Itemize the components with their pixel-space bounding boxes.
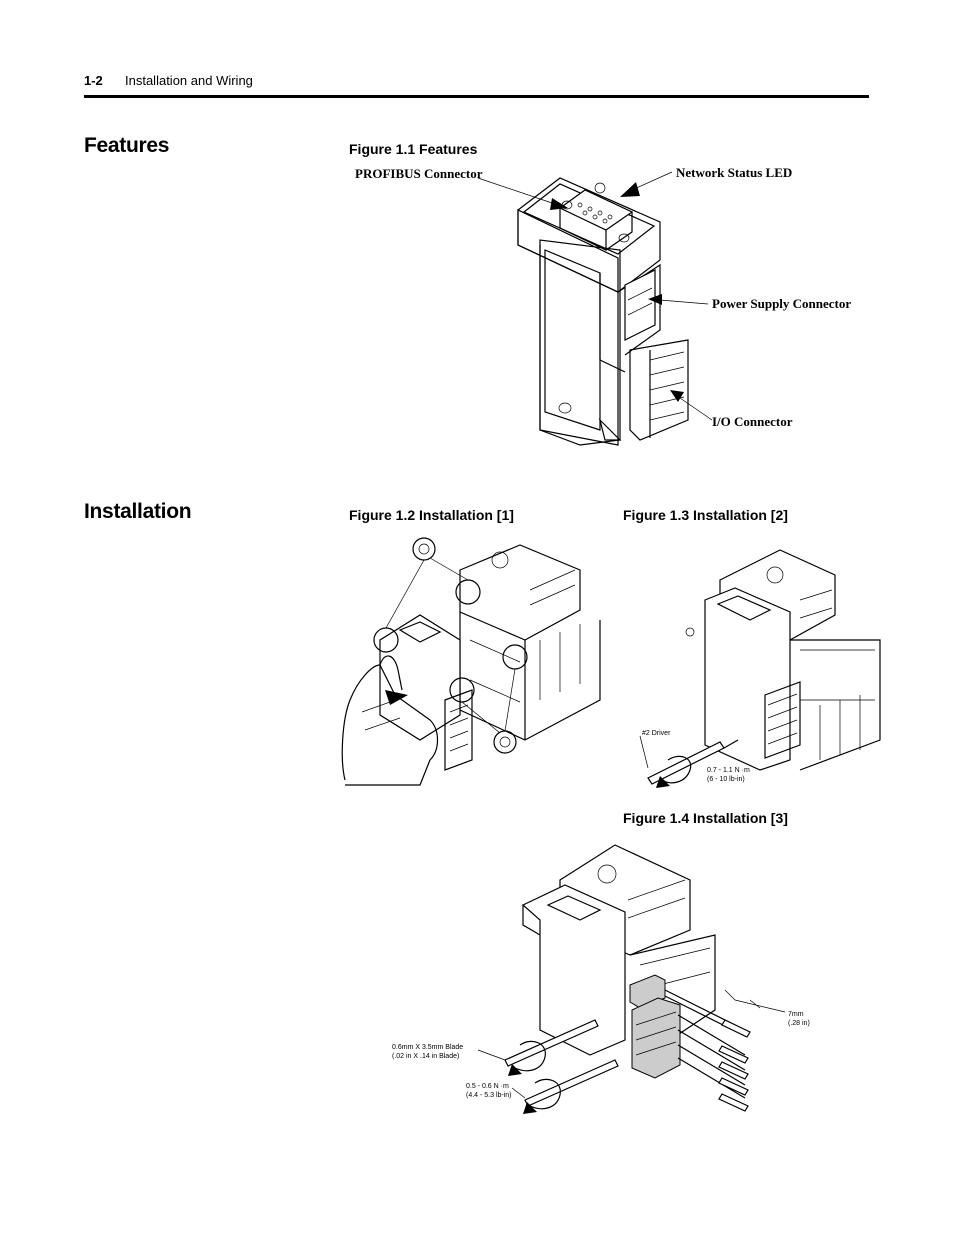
installation-heading: Installation [84, 500, 192, 523]
profibus-connector-label: PROFIBUS Connector [355, 166, 483, 181]
fig3-torque-imperial: (6 - 10 lb-in) [707, 776, 745, 783]
fig4-torque-metric: 0.5 - 0.6 N ·m [466, 1083, 509, 1090]
figure-1-3-caption: Figure 1.3 Installation [2] [623, 507, 788, 523]
network-status-led-label: Network Status LED [676, 165, 793, 180]
strip-length-imperial: (.28 in) [788, 1020, 810, 1027]
figure-1-2-caption: Figure 1.2 Installation [1] [349, 507, 514, 523]
blade-size-imperial: (.02 in X .14 in Blade) [392, 1053, 460, 1060]
driver-label: #2 Driver [642, 730, 671, 737]
running-header-title: Installation and Wiring [125, 73, 253, 88]
figure-1-4-caption: Figure 1.4 Installation [3] [623, 810, 788, 826]
figure-1-1-caption: Figure 1.1 Features [349, 141, 478, 157]
fig4-torque-imperial: (4.4 - 5.3 lb-in) [466, 1092, 512, 1099]
blade-size-metric: 0.6mm X 3.5mm Blade [392, 1044, 464, 1051]
features-heading: Features [84, 134, 170, 157]
power-supply-connector-label: Power Supply Connector [712, 296, 852, 311]
io-connector-label: I/O Connector [712, 414, 793, 429]
strip-length-metric: 7mm [788, 1011, 804, 1018]
header-rule [84, 95, 869, 98]
page-number: 1-2 [84, 73, 103, 88]
fig3-torque-metric: 0.7 - 1.1 N ·m [707, 767, 750, 774]
